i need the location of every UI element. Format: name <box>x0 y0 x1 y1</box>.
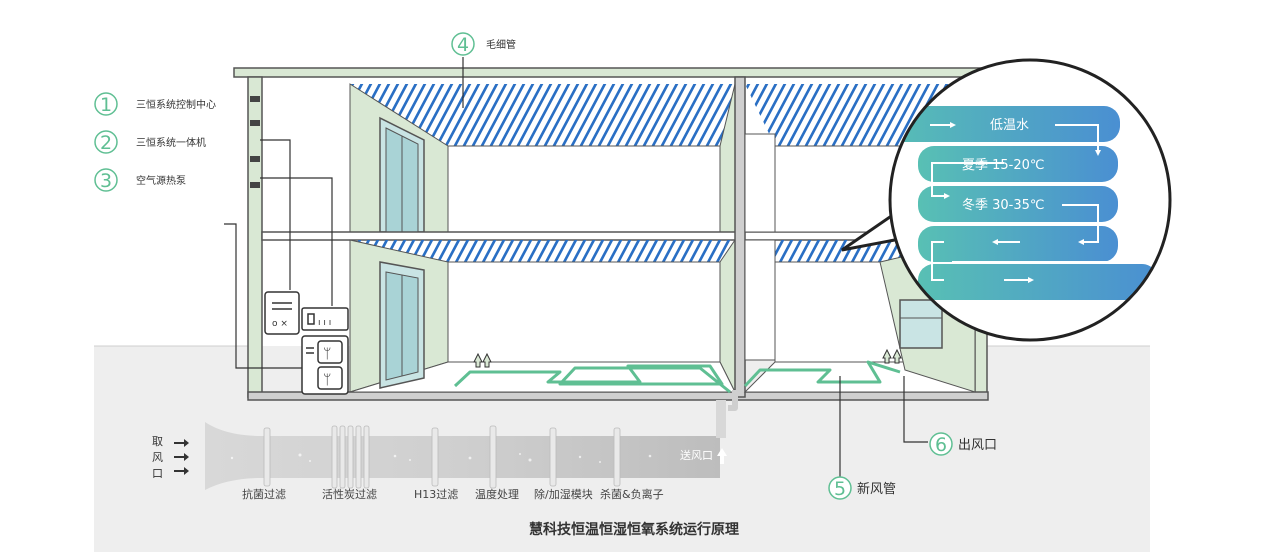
leader-lines <box>224 57 928 478</box>
filter-stage-label: H13过滤 <box>414 488 458 501</box>
number-circle-icon <box>828 476 852 500</box>
legend-item-2: 2 三恒系统一体机 <box>94 130 206 154</box>
number-circle-icon <box>94 92 118 116</box>
equipment: o × ı ı ı ᛘ ᛘ <box>250 96 349 395</box>
ground-floor-slab <box>247 391 989 401</box>
number-circle-icon <box>94 130 118 154</box>
marker-1 <box>250 96 260 102</box>
intake-char: 风 <box>152 451 163 464</box>
filter-stage-label: 活性炭过滤 <box>322 487 377 501</box>
filter-stages: 抗菌过滤 活性炭过滤 H13过滤 温度处理 除/加湿模块 杀菌&负离子 <box>242 487 664 501</box>
legend-item-3: 3 空气源热泵 <box>94 168 186 192</box>
intake-char: 口 <box>152 467 163 480</box>
callout-air-outlet: 6 出风口 <box>929 432 997 456</box>
diagram-title: 慧科技恒温恒湿恒氧系统运行原理 <box>529 521 739 538</box>
intake-arrow-icons <box>174 439 189 475</box>
filter-stage-label: 杀菌&负离子 <box>600 487 664 501</box>
legend-label: 空气源热泵 <box>136 174 186 187</box>
svg-text:ı ı ı: ı ı ı <box>318 318 331 328</box>
callout-number: 4 <box>457 34 469 56</box>
air-intake: 取 风 口 <box>152 435 189 480</box>
callout-number: 6 <box>935 434 947 456</box>
filter-stage-label: 抗菌过滤 <box>242 487 286 501</box>
number-circle-icon <box>94 168 118 192</box>
intake-char: 取 <box>152 435 163 448</box>
legend-item-1: 1 三恒系统控制中心 <box>94 92 216 116</box>
svg-text:ᛘ: ᛘ <box>323 346 331 362</box>
legend: 1 三恒系统控制中心 2 三恒系统一体机 3 空气源热泵 <box>94 92 216 192</box>
air-outlet-icons <box>473 348 902 368</box>
up-arrow-icon <box>717 448 727 464</box>
number-circle-icon <box>451 32 475 56</box>
bubble-summer-label: 夏季 15-20℃ <box>962 158 1045 173</box>
air-duct: 送风口 <box>205 400 727 490</box>
callout-label: 新风管 <box>857 481 896 497</box>
legend-label: 三恒系统一体机 <box>136 136 206 149</box>
divider-wall <box>734 76 746 398</box>
bubble-water-label: 低温水 <box>990 118 1029 133</box>
number-circle-icon <box>929 432 953 456</box>
legend-number: 3 <box>100 170 112 192</box>
capillary-detail-bubble: 低温水 夏季 15-20℃ 冬季 30-35℃ <box>841 58 1172 342</box>
room-upper-left <box>349 83 736 233</box>
callout-number: 5 <box>834 478 846 500</box>
callout-label: 毛细管 <box>486 38 516 51</box>
supply-vent-label: 送风口 <box>680 448 713 462</box>
marker-2 <box>250 120 260 126</box>
filter-stage-label: 除/加湿模块 <box>534 487 593 501</box>
fresh-air-pipes <box>453 360 901 411</box>
bubble-winter-label: 冬季 30-35℃ <box>962 197 1045 213</box>
legend-number: 2 <box>100 132 112 154</box>
legend-number: 1 <box>100 94 112 116</box>
callout-fresh-air-pipe: 5 新风管 <box>828 476 896 500</box>
roof-slab <box>233 67 995 78</box>
svg-text:ᛘ: ᛘ <box>323 372 331 388</box>
svg-text:o ×: o × <box>272 319 288 329</box>
callout-capillary: 4 毛细管 <box>451 32 516 56</box>
filter-stage-label: 温度处理 <box>475 487 519 501</box>
callout-label: 出风口 <box>958 438 997 453</box>
legend-label: 三恒系统控制中心 <box>136 98 216 111</box>
